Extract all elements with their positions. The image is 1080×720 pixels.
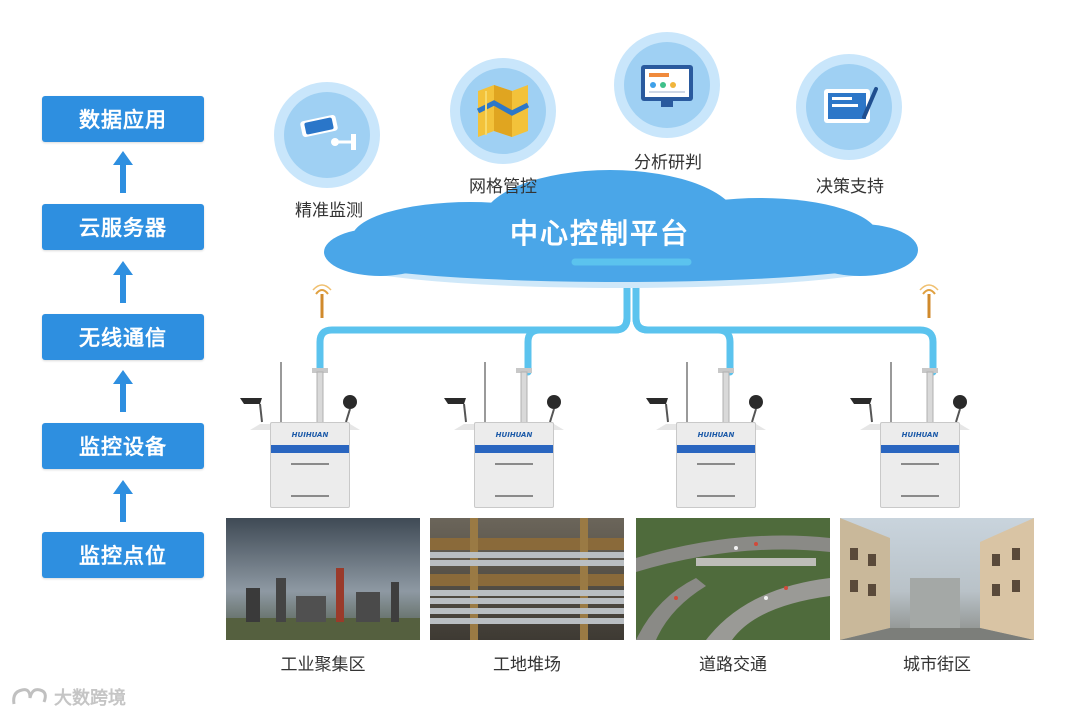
grid-map-icon <box>476 85 530 137</box>
factory-icon <box>226 568 420 640</box>
weather-sensors-icon <box>850 362 970 430</box>
feature-label: 网格管控 <box>469 177 537 197</box>
watermark: 大数跨境 <box>10 684 126 710</box>
monitoring-device: HUIHUAN <box>646 360 776 510</box>
scene-road-photo <box>636 518 830 640</box>
feature-label: 精准监测 <box>295 201 363 221</box>
layer-monitoring-devices: 监控设备 <box>42 423 204 469</box>
weather-sensors-icon <box>646 362 766 430</box>
highway-icon <box>636 535 830 640</box>
device-cabinet: HUIHUAN <box>880 422 960 508</box>
layer-cloud-server: 云服务器 <box>42 204 204 250</box>
device-brand: HUIHUAN <box>495 431 533 439</box>
antenna-icon <box>312 284 332 318</box>
monitor-icon <box>641 65 693 107</box>
pipes-stack-icon <box>430 518 624 640</box>
layer-wireless: 无线通信 <box>42 314 204 360</box>
scene-label: 道路交通 <box>699 655 767 675</box>
weather-sensors-icon <box>444 362 564 430</box>
arrow-up-icon <box>113 480 133 522</box>
antenna-icon <box>919 284 939 318</box>
feature-label: 分析研判 <box>634 153 702 173</box>
monitoring-device: HUIHUAN <box>850 360 980 510</box>
device-brand: HUIHUAN <box>291 431 329 439</box>
camera-icon <box>300 114 356 150</box>
layer-data-application: 数据应用 <box>42 96 204 142</box>
street-buildings-icon <box>840 518 1034 640</box>
arrow-up-icon <box>113 261 133 303</box>
feature-precision-monitoring <box>274 82 380 188</box>
layer-monitoring-points: 监控点位 <box>42 532 204 578</box>
device-brand: HUIHUAN <box>697 431 735 439</box>
scene-street-photo <box>840 518 1034 640</box>
monitoring-device: HUIHUAN <box>444 360 574 510</box>
feature-grid-control <box>450 58 556 164</box>
cloud-shape <box>324 170 918 288</box>
device-cabinet: HUIHUAN <box>676 422 756 508</box>
arrow-up-icon <box>113 370 133 412</box>
feature-decision-support <box>796 54 902 160</box>
scene-construction-photo <box>430 518 624 640</box>
watermark-text: 大数跨境 <box>54 688 126 709</box>
device-brand: HUIHUAN <box>901 431 939 439</box>
scene-label: 工地堆场 <box>493 655 561 675</box>
scene-label: 城市街区 <box>903 655 971 675</box>
center-platform-title: 中心控制平台 <box>509 217 690 250</box>
feature-analysis <box>614 32 720 138</box>
arrow-up-icon <box>113 151 133 193</box>
weather-sensors-icon <box>240 362 360 430</box>
watermark-logo-icon <box>12 688 47 705</box>
pen-tablet-icon <box>824 87 878 123</box>
scene-label: 工业聚集区 <box>280 655 366 675</box>
monitoring-device: HUIHUAN <box>240 360 370 510</box>
scene-industrial-photo <box>226 518 420 640</box>
feature-label: 决策支持 <box>816 177 884 197</box>
device-cabinet: HUIHUAN <box>474 422 554 508</box>
device-cabinet: HUIHUAN <box>270 422 350 508</box>
